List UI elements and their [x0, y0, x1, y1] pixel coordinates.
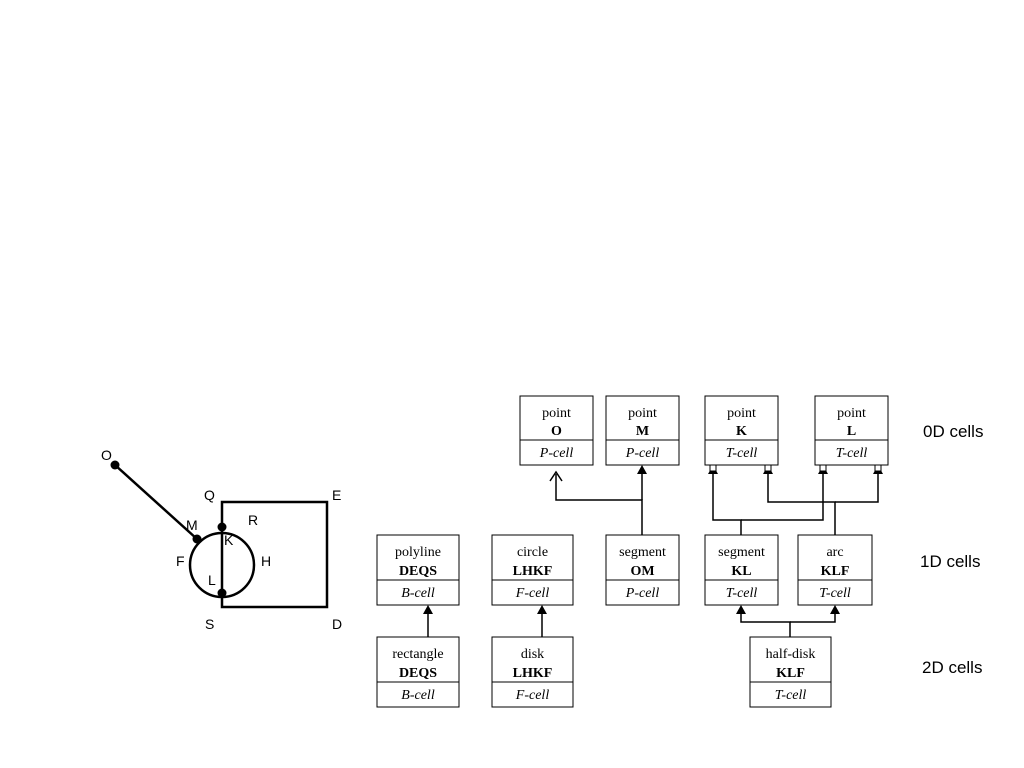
label-q: Q: [204, 487, 215, 503]
cell-kind: point: [628, 406, 657, 421]
label-o: O: [101, 447, 112, 463]
connector-om-to-o: [555, 474, 643, 535]
cell-type: F-cell: [515, 586, 550, 601]
port-k-left: [709, 464, 717, 472]
cell-kind: polyline: [395, 545, 441, 560]
label-r: R: [248, 512, 258, 528]
segment-om-line: [114, 464, 198, 540]
cell-id: DEQS: [399, 666, 437, 681]
cell-id: LHKF: [513, 666, 553, 681]
connector-halfdisk-to-arc: [790, 614, 836, 623]
cell-id: KLF: [821, 564, 850, 579]
cell-box-polyline: polyline DEQS B-cell: [376, 534, 460, 606]
level-label-1d: 1D cells: [920, 552, 980, 571]
cell-id: M: [636, 424, 649, 439]
label-k: K: [224, 532, 234, 548]
point-l-dot: [217, 588, 227, 598]
arrowhead-halfdisk-arc: [830, 605, 840, 614]
point-m-dot: [192, 534, 202, 544]
arrowhead-open-o: [549, 470, 563, 482]
level-label-2d: 2D cells: [922, 658, 982, 677]
cell-box-rectangle: rectangle DEQS B-cell: [376, 636, 460, 708]
label-f: F: [176, 553, 185, 569]
cell-id: K: [736, 424, 747, 439]
cell-kind: segment: [619, 545, 666, 560]
cell-box-arc: arc KLF T-cell: [797, 534, 873, 606]
cell-type: T-cell: [726, 586, 758, 601]
cell-id: KLF: [776, 666, 805, 681]
port-l-left: [819, 464, 827, 472]
cell-box-point-m: point M P-cell: [605, 395, 680, 466]
cell-box-segment-kl: segment KL T-cell: [704, 534, 779, 606]
connector-arc-to-k: [767, 474, 836, 535]
cell-kind: segment: [718, 545, 765, 560]
label-d: D: [332, 616, 342, 632]
cell-box-point-l: point L T-cell: [814, 395, 889, 466]
connector-kl-to-k: [712, 474, 742, 535]
label-m: M: [186, 517, 198, 533]
cell-kind: half-disk: [766, 647, 816, 662]
cell-box-half-disk: half-disk KLF T-cell: [749, 636, 832, 708]
cell-kind: point: [542, 406, 571, 421]
cell-box-disk: disk LHKF F-cell: [491, 636, 574, 708]
label-h: H: [261, 553, 271, 569]
rectangle-shape: [220, 500, 329, 609]
cell-type: T-cell: [775, 688, 807, 703]
arrowhead-polyline: [423, 605, 433, 614]
cell-id: OM: [630, 564, 654, 579]
point-k-dot: [217, 522, 227, 532]
cell-kind: rectangle: [392, 647, 443, 662]
level-label-0d: 0D cells: [923, 422, 983, 441]
connectors: [423, 464, 883, 637]
label-s: S: [205, 616, 214, 632]
cell-type: P-cell: [625, 446, 660, 461]
cell-kind: arc: [826, 545, 843, 560]
cell-kind: point: [727, 406, 756, 421]
arrowhead-halfdisk-kl: [736, 605, 746, 614]
cell-id: O: [551, 424, 562, 439]
point-o-dot: [110, 460, 120, 470]
cell-box-segment-om: segment OM P-cell: [605, 534, 680, 606]
port-k-right: [764, 464, 772, 472]
cell-type: B-cell: [401, 586, 435, 601]
cell-type: P-cell: [625, 586, 660, 601]
connector-halfdisk-to-kl: [740, 614, 791, 637]
cell-kind: disk: [521, 647, 544, 662]
cell-box-circle: circle LHKF F-cell: [491, 534, 574, 606]
cell-id: LHKF: [513, 564, 553, 579]
cell-kind: point: [837, 406, 866, 421]
cell-box-point-k: point K T-cell: [704, 395, 779, 466]
label-e: E: [332, 487, 341, 503]
arrowhead-m: [637, 465, 647, 474]
cell-type: B-cell: [401, 688, 435, 703]
geometry-figure: O Q E M R K F H L S D: [101, 447, 342, 632]
cell-type: T-cell: [726, 446, 758, 461]
connector-kl-to-l: [741, 474, 824, 521]
cell-kind: circle: [517, 545, 548, 560]
cell-id: DEQS: [399, 564, 437, 579]
label-l: L: [208, 572, 216, 588]
port-l-right: [874, 464, 882, 472]
connector-arc-to-l: [835, 474, 879, 503]
cell-type: P-cell: [539, 446, 574, 461]
cell-box-point-o: point O P-cell: [519, 395, 594, 466]
cell-type: T-cell: [819, 586, 851, 601]
arrowhead-circle: [537, 605, 547, 614]
cell-type: F-cell: [515, 688, 550, 703]
cell-type: T-cell: [836, 446, 868, 461]
cell-id: L: [847, 424, 856, 439]
cell-id: KL: [731, 564, 751, 579]
